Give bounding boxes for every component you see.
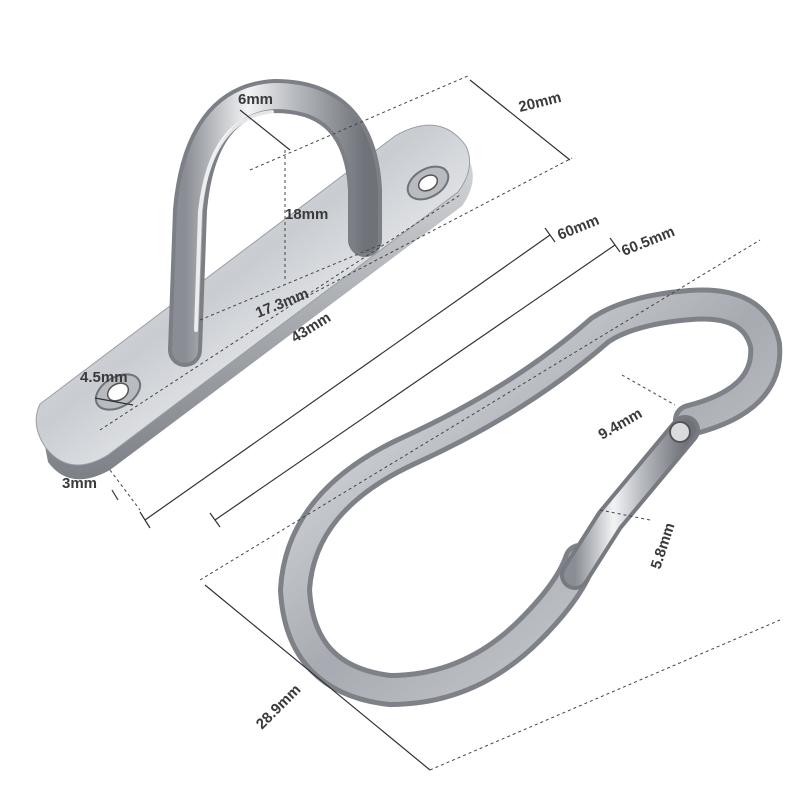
plate-face [35, 124, 471, 466]
hook-shine [283, 292, 778, 702]
label-plate-thickness: 3mm [62, 475, 97, 492]
snap-hook [278, 287, 783, 707]
label-loop-wire: 6mm [238, 91, 273, 108]
dimension-lines [94, 74, 781, 771]
pad-eye-plate [35, 78, 473, 480]
label-length-b: 60.5mm [619, 223, 677, 260]
label-hook-width: 28.9mm [253, 681, 305, 733]
hook-gate-shine [564, 419, 696, 586]
plate-hole-right-bore [417, 174, 439, 192]
label-hole: 4.5mm [80, 369, 128, 386]
label-gate-gap: 9.4mm [596, 405, 646, 443]
plate-hole-left-bore [106, 382, 130, 402]
label-plate-height: 20mm [517, 89, 563, 116]
label-length-a: 60mm [555, 212, 602, 244]
label-gate-wire: 5.8mm [648, 521, 679, 571]
u-loop-highlight [194, 110, 274, 332]
label-loop-height: 18mm [285, 206, 328, 223]
gate-rivet [669, 421, 691, 443]
u-loop-shine [172, 82, 378, 363]
